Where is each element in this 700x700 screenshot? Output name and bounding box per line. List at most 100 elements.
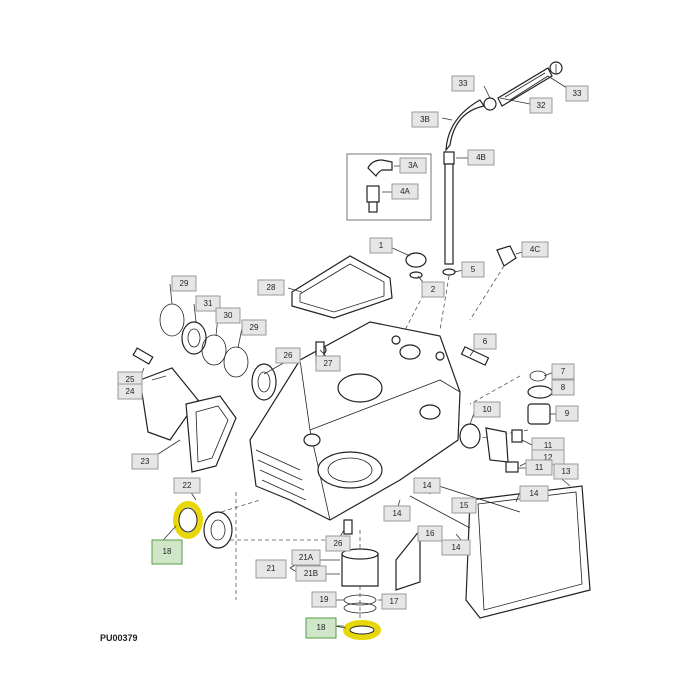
oring-7 bbox=[529, 370, 547, 382]
snapring-18-left-inner bbox=[178, 507, 198, 533]
fitting-4a bbox=[366, 185, 380, 203]
callout-2: 2 bbox=[421, 281, 445, 298]
svg-text:24: 24 bbox=[126, 387, 135, 396]
svg-text:11: 11 bbox=[544, 441, 553, 450]
tube-vertical bbox=[444, 163, 454, 265]
gear-26-inner bbox=[257, 371, 271, 393]
cover-gasket-28 bbox=[291, 255, 393, 319]
svg-text:7: 7 bbox=[561, 367, 566, 376]
svg-text:18: 18 bbox=[317, 623, 326, 632]
callout-8: 8 bbox=[551, 379, 575, 396]
svg-text:21: 21 bbox=[267, 564, 276, 573]
callout-4b: 4B bbox=[467, 149, 495, 166]
svg-text:17: 17 bbox=[390, 597, 399, 606]
gear-26 bbox=[251, 363, 277, 401]
dash-tube bbox=[439, 275, 450, 331]
fitting-4b bbox=[443, 151, 455, 165]
svg-text:5: 5 bbox=[471, 265, 476, 274]
bearing-31-inner bbox=[187, 328, 201, 348]
washer-8 bbox=[527, 385, 553, 399]
inset-box bbox=[346, 153, 432, 221]
callout-5: 5 bbox=[461, 261, 485, 278]
hose-ribs bbox=[504, 72, 549, 101]
bolt-6 bbox=[460, 346, 490, 366]
svg-text:27: 27 bbox=[324, 359, 333, 368]
pin-26 bbox=[343, 519, 353, 535]
sensor-4c bbox=[496, 245, 517, 267]
fitting-11 bbox=[511, 429, 523, 443]
callout-17: 17 bbox=[381, 593, 407, 610]
cover-23 bbox=[185, 395, 237, 473]
callout-13: 13 bbox=[553, 463, 579, 480]
svg-text:3B: 3B bbox=[420, 115, 430, 124]
svg-text:3A: 3A bbox=[408, 161, 418, 170]
bushing-20-top bbox=[341, 548, 379, 560]
ring-30 bbox=[201, 334, 227, 366]
svg-text:30: 30 bbox=[224, 311, 233, 320]
svg-text:12: 12 bbox=[544, 453, 553, 462]
callout-26-top: 26 bbox=[275, 347, 301, 364]
svg-text:29: 29 bbox=[180, 279, 189, 288]
callout-33-left: 33 bbox=[451, 75, 475, 92]
callout-26-bottom: 26 bbox=[325, 535, 351, 552]
fitting-4a-stem bbox=[368, 201, 378, 213]
cover-23-inner bbox=[195, 405, 229, 463]
gasket-24 bbox=[139, 367, 199, 441]
callout-27: 27 bbox=[315, 355, 341, 372]
callout-28: 28 bbox=[257, 279, 285, 296]
svg-text:31: 31 bbox=[204, 299, 213, 308]
callout-21: 21 bbox=[255, 559, 287, 579]
svg-text:21A: 21A bbox=[299, 553, 314, 562]
bolt-25 bbox=[132, 347, 154, 365]
svg-text:21B: 21B bbox=[304, 569, 318, 578]
callout-21a: 21A bbox=[291, 549, 321, 566]
svg-text:1: 1 bbox=[379, 241, 384, 250]
svg-text:11: 11 bbox=[535, 463, 544, 472]
callout-14-right: 14 bbox=[519, 485, 549, 502]
oring-5 bbox=[442, 268, 456, 276]
callout-7: 7 bbox=[551, 363, 575, 380]
svg-text:6: 6 bbox=[483, 337, 488, 346]
callout-4c: 4C bbox=[521, 241, 549, 258]
callout-24: 24 bbox=[117, 383, 143, 400]
svg-text:13: 13 bbox=[562, 467, 571, 476]
svg-text:18: 18 bbox=[163, 547, 172, 556]
callout-14-bottom: 14 bbox=[441, 539, 471, 556]
callout-31: 31 bbox=[195, 295, 221, 312]
callout-1: 1 bbox=[369, 237, 393, 254]
svg-text:16: 16 bbox=[426, 529, 435, 538]
flange-10 bbox=[485, 427, 509, 463]
callout-23: 23 bbox=[131, 453, 159, 470]
svg-text:33: 33 bbox=[459, 79, 468, 88]
callout-18-bottom: 18 bbox=[305, 617, 337, 639]
callout-29-mid: 29 bbox=[241, 319, 267, 336]
snapring-18-bottom bbox=[343, 620, 381, 640]
svg-text:25: 25 bbox=[126, 375, 135, 384]
callout-32: 32 bbox=[529, 97, 553, 114]
callout-33-right: 33 bbox=[565, 85, 589, 102]
callout-11-bottom: 11 bbox=[525, 459, 553, 476]
seal-10 bbox=[459, 423, 481, 449]
callout-10: 10 bbox=[473, 401, 501, 418]
callout-16: 16 bbox=[417, 525, 443, 542]
svg-text:23: 23 bbox=[141, 457, 150, 466]
callout-9: 9 bbox=[555, 405, 579, 422]
dash-sensor bbox=[469, 265, 505, 321]
callout-22: 22 bbox=[173, 477, 201, 494]
svg-text:14: 14 bbox=[393, 509, 402, 518]
svg-text:29: 29 bbox=[250, 323, 259, 332]
svg-text:14: 14 bbox=[423, 481, 432, 490]
svg-text:8: 8 bbox=[561, 383, 566, 392]
shaft-15 bbox=[409, 495, 471, 529]
svg-text:14: 14 bbox=[452, 543, 461, 552]
svg-text:15: 15 bbox=[460, 501, 469, 510]
svg-text:26: 26 bbox=[334, 539, 343, 548]
gasket-13 bbox=[465, 485, 591, 619]
plug-9 bbox=[527, 403, 551, 425]
snapring-18-left bbox=[173, 501, 203, 539]
svg-text:14: 14 bbox=[530, 489, 539, 498]
callout-30: 30 bbox=[215, 307, 241, 324]
svg-text:19: 19 bbox=[320, 595, 329, 604]
cover-inner bbox=[299, 263, 385, 313]
